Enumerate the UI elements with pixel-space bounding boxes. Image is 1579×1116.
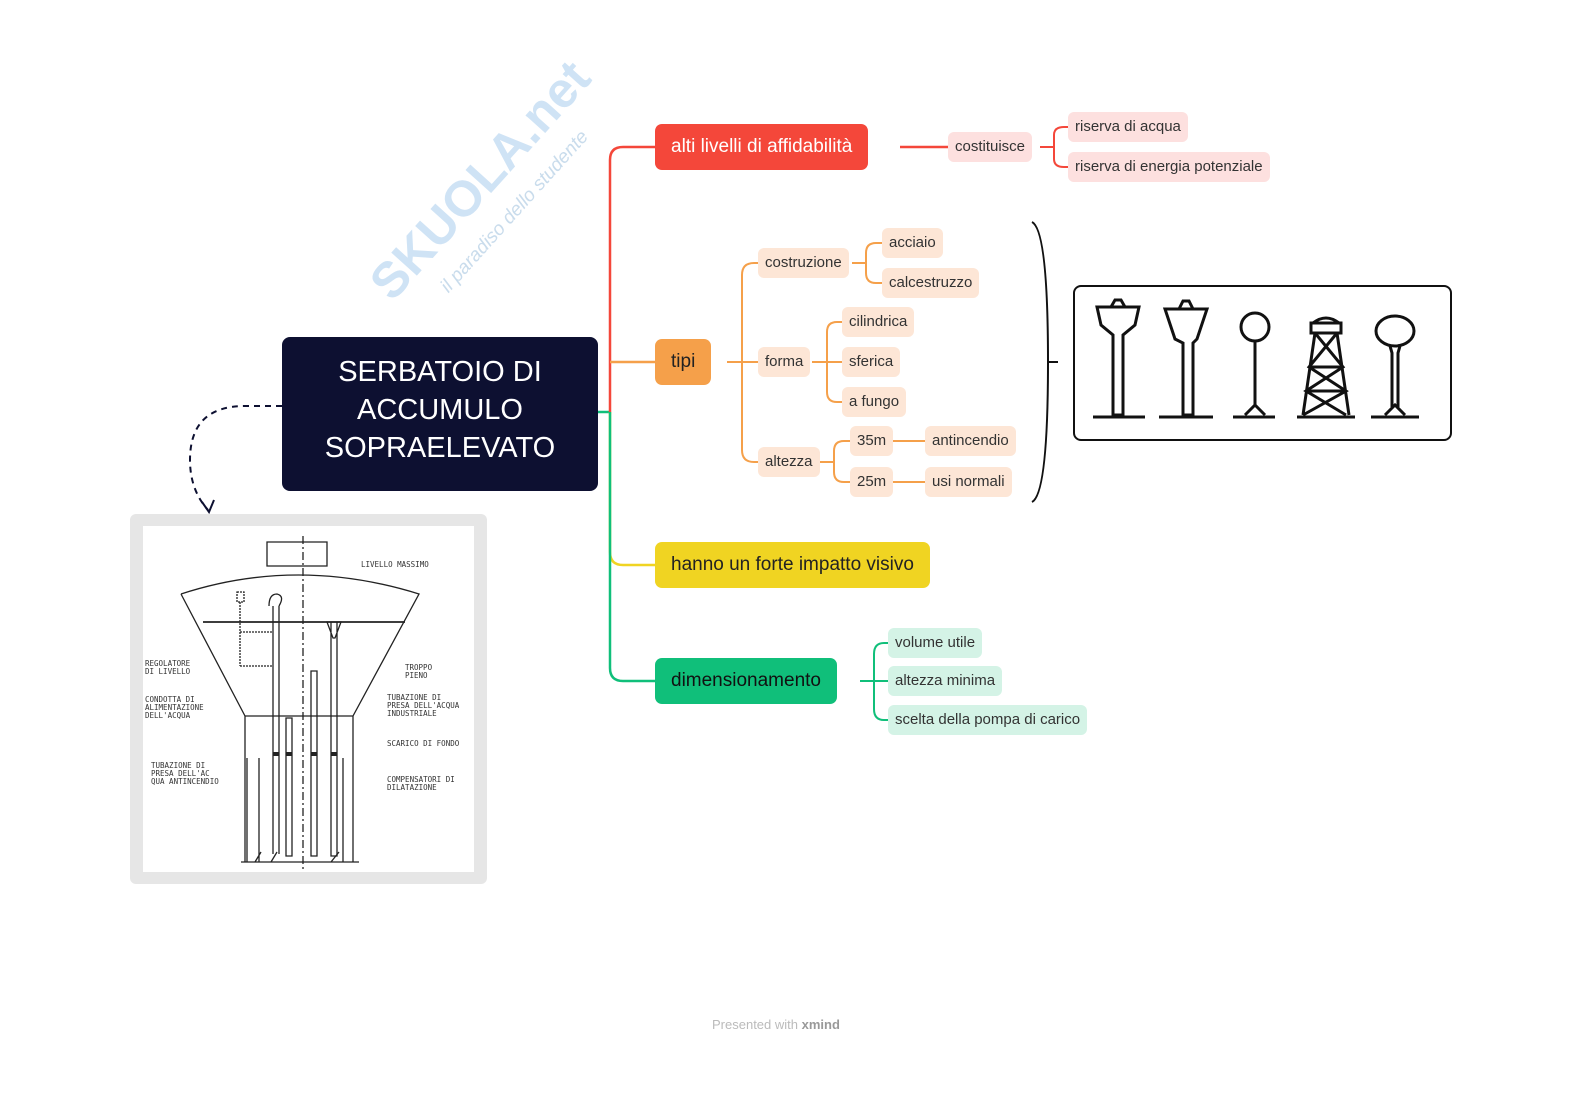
tank-icon: [1159, 299, 1213, 419]
leaf-35m[interactable]: 35m: [850, 426, 894, 456]
footer-prefix: Presented with: [712, 1017, 798, 1032]
root-topic-label: SERBATOIO DI ACCUMULO SOPRAELEVATO: [324, 356, 556, 464]
tank-icon: [1093, 298, 1145, 419]
subtopic-altezza[interactable]: altezza: [758, 447, 820, 477]
leaf-usi-normali[interactable]: usi normali: [925, 467, 1012, 497]
leaf-a-fungo[interactable]: a fungo: [842, 387, 907, 417]
label-tubazione-industriale: TUBAZIONE DI PRESA DELL'ACQUA INDUSTRIAL…: [387, 693, 460, 718]
subtopic-forma[interactable]: forma: [758, 347, 811, 377]
topic-impatto-visivo[interactable]: hanno un forte impatto visivo: [655, 542, 930, 588]
topic-affidabilita[interactable]: alti livelli di affidabilità: [655, 124, 869, 170]
leaf-cilindrica[interactable]: cilindrica: [842, 307, 915, 337]
leaf-altezza-minima[interactable]: altezza minima: [888, 666, 1003, 696]
footer-brand: xmind: [801, 1017, 840, 1032]
label-troppo-pieno: TROPPO PIENO: [405, 663, 433, 680]
tank-section-drawing: LIVELLO MASSIMO REGOLATORE DI LIVELLO TR…: [130, 514, 487, 884]
leaf-riserva-acqua[interactable]: riserva di acqua: [1068, 112, 1188, 142]
tank-icon: [1233, 311, 1275, 419]
tank-icon: [1371, 314, 1419, 419]
topic-dimensionamento[interactable]: dimensionamento: [655, 658, 837, 704]
label-regolatore: REGOLATORE DI LIVELLO: [145, 659, 191, 676]
label-tubazione-antincendio: TUBAZIONE DI PRESA DELL'AC QUA ANTINCEND…: [151, 761, 219, 786]
subtopic-costituisce[interactable]: costituisce: [948, 132, 1033, 162]
leaf-acciaio[interactable]: acciaio: [882, 228, 943, 258]
label-livello-massimo: LIVELLO MASSIMO: [361, 560, 429, 569]
topic-tipi[interactable]: tipi: [655, 339, 712, 385]
leaf-riserva-energia[interactable]: riserva di energia potenziale: [1068, 152, 1270, 182]
leaf-volume-utile[interactable]: volume utile: [888, 628, 983, 658]
leaf-scelta-pompa[interactable]: scelta della pompa di carico: [888, 705, 1088, 735]
root-topic[interactable]: SERBATOIO DI ACCUMULO SOPRAELEVATO: [282, 337, 598, 491]
label-condotta: CONDOTTA DI ALIMENTAZIONE DELL'ACQUA: [145, 695, 204, 720]
footer-credit: Presented with xmind: [712, 1017, 840, 1032]
subtopic-costruzione[interactable]: costruzione: [758, 248, 849, 278]
tank-icon: [1297, 316, 1355, 419]
leaf-25m[interactable]: 25m: [850, 467, 894, 497]
tank-types-image: [1073, 285, 1452, 441]
tank-silhouettes: [1093, 298, 1419, 419]
leaf-antincendio[interactable]: antincendio: [925, 426, 1016, 456]
leaf-sferica[interactable]: sferica: [842, 347, 901, 377]
label-scarico-fondo: SCARICO DI FONDO: [387, 739, 460, 748]
leaf-calcestruzzo[interactable]: calcestruzzo: [882, 268, 980, 298]
tank-cross-section: [180, 536, 420, 871]
label-compensatori: COMPENSATORI DI DILATAZIONE: [387, 775, 455, 792]
